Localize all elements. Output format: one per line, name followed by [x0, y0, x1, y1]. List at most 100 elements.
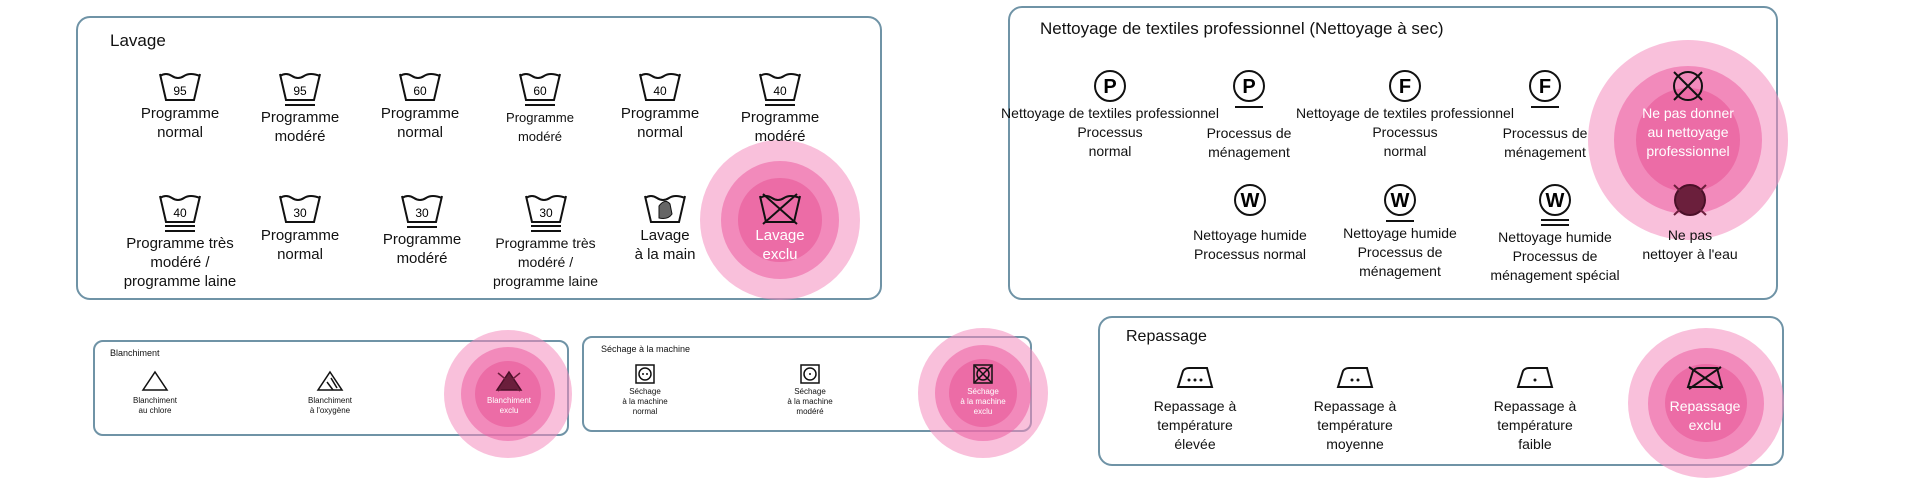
- wet-clean-w-mild-icon: W: [1384, 184, 1416, 222]
- triangle-chlorine-icon: [141, 370, 169, 391]
- nettoyage-item[interactable]: P Nettoyage de textiles professionnel Pr…: [1001, 68, 1219, 161]
- lavage-item[interactable]: Lavage à la main: [610, 192, 720, 264]
- sechage-item[interactable]: Séchage à la machine normal: [605, 364, 685, 417]
- lavage-item[interactable]: 30 Programme modéré: [362, 192, 482, 268]
- blanchiment-label: Blanchiment à l'oxygène: [307, 396, 353, 415]
- svg-text:30: 30: [415, 206, 429, 220]
- nettoyage-item[interactable]: P Processus de ménagement: [1184, 68, 1314, 162]
- washtub-30-icon: 30: [279, 195, 321, 223]
- nettoyage-item-excluded[interactable]: Ne pas nettoyer à l'eau: [1625, 182, 1755, 264]
- washtub-30-very-mild-icon: 30: [524, 195, 567, 232]
- washtub-60-mild-icon: 60: [519, 73, 561, 106]
- nettoyage-item[interactable]: F Processus de ménagement: [1480, 68, 1610, 162]
- iron-high-icon: [1176, 367, 1214, 388]
- nettoyage-label: Ne pas nettoyer à l'eau: [1642, 227, 1738, 262]
- svg-text:W: W: [1546, 190, 1565, 212]
- nettoyage-label: Ne pas donner au nettoyage professionnel: [1642, 105, 1734, 159]
- tumble-dry-normal-icon: [635, 364, 655, 384]
- washtub-60-icon: 60: [399, 73, 441, 101]
- dry-clean-f-mild-icon: F: [1529, 70, 1561, 108]
- washtub-40-icon: 40: [639, 73, 681, 101]
- wet-clean-w-icon: W: [1234, 184, 1266, 216]
- no-dry-clean-icon: [1673, 71, 1703, 101]
- nettoyage-label: Nettoyage humide Processus de ménagement…: [1490, 229, 1620, 283]
- washtub-95-mild-icon: 95: [279, 73, 321, 106]
- hand-wash-icon: [644, 195, 686, 223]
- repassage-item[interactable]: Repassage à température faible: [1480, 365, 1590, 454]
- sechage-label: Séchage à la machine exclu: [960, 387, 1006, 416]
- repassage-item-excluded[interactable]: Repassage exclu: [1650, 365, 1760, 435]
- svg-text:60: 60: [533, 84, 547, 98]
- svg-text:95: 95: [173, 84, 187, 98]
- sechage-item-excluded[interactable]: Séchage à la machine exclu: [943, 364, 1023, 417]
- no-tumble-dry-icon: [973, 364, 993, 384]
- nettoyage-label: Nettoyage de textiles professionnel Proc…: [1296, 105, 1514, 159]
- lavage-item[interactable]: 40 Programme très modéré / programme lai…: [110, 192, 250, 291]
- svg-text:F: F: [1539, 76, 1551, 98]
- lavage-item-excluded[interactable]: Lavage exclu: [725, 192, 835, 264]
- repassage-label: Repassage à température faible: [1493, 398, 1577, 452]
- lavage-item[interactable]: 60 Programme normal: [360, 70, 480, 142]
- blanchiment-title: Blanchiment: [110, 348, 160, 358]
- nettoyage-item[interactable]: F Nettoyage de textiles professionnel Pr…: [1296, 68, 1514, 161]
- blanchiment-item[interactable]: Blanchiment à l'oxygène: [295, 370, 365, 416]
- lavage-label: Programme normal: [380, 105, 460, 141]
- sechage-title: Séchage à la machine: [601, 344, 691, 354]
- nettoyage-label: Nettoyage humide Processus de ménagement: [1343, 225, 1457, 279]
- wet-clean-w-very-mild-icon: W: [1539, 184, 1571, 226]
- repassage-label: Repassage à température élevée: [1153, 398, 1237, 452]
- lavage-item[interactable]: 60 Programme modéré: [480, 70, 600, 146]
- lavage-item[interactable]: 40 Programme normal: [600, 70, 720, 142]
- lavage-label: Programme normal: [140, 105, 220, 141]
- svg-text:40: 40: [773, 84, 787, 98]
- lavage-title: Lavage: [110, 31, 166, 50]
- washtub-40-very-mild-icon: 40: [159, 195, 201, 232]
- iron-medium-icon: [1336, 367, 1374, 388]
- nettoyage-title: Nettoyage de textiles professionnel (Net…: [1040, 19, 1444, 38]
- repassage-label: Repassage à température moyenne: [1313, 398, 1397, 452]
- svg-text:W: W: [1241, 190, 1260, 212]
- svg-text:W: W: [1391, 190, 1410, 212]
- highlight-lavage-exclu: [700, 140, 860, 300]
- lavage-label: Programme modéré: [740, 109, 820, 145]
- blanchiment-item[interactable]: Blanchiment au chlore: [120, 370, 190, 416]
- nettoyage-item[interactable]: W Nettoyage humide Processus normal: [1175, 182, 1325, 264]
- blanchiment-item-excluded[interactable]: Blanchiment exclu: [474, 370, 544, 416]
- svg-text:40: 40: [173, 206, 187, 220]
- svg-text:40: 40: [653, 84, 667, 98]
- repassage-title: Repassage: [1126, 328, 1207, 345]
- repassage-item[interactable]: Repassage à température élevée: [1140, 365, 1250, 454]
- lavage-label: Programme modéré: [260, 109, 340, 145]
- washtub-40-mild-icon: 40: [759, 73, 801, 106]
- no-iron-icon: [1686, 366, 1724, 390]
- dry-clean-p-icon: P: [1094, 70, 1126, 102]
- lavage-label: Programme très modéré / programme laine: [492, 235, 599, 289]
- repassage-item[interactable]: Repassage à température moyenne: [1300, 365, 1410, 454]
- blanchiment-label: Blanchiment exclu: [486, 396, 532, 415]
- highlight-blanchiment-exclu: [444, 330, 572, 458]
- lavage-item[interactable]: 40 Programme modéré: [720, 70, 840, 146]
- lavage-label: Programme très modéré / programme laine: [123, 235, 237, 290]
- lavage-label: Programme normal: [620, 105, 700, 141]
- lavage-item[interactable]: 95 Programme normal: [120, 70, 240, 142]
- lavage-label: Lavage exclu: [755, 227, 805, 263]
- nettoyage-item[interactable]: W Nettoyage humide Processus de ménageme…: [1330, 182, 1470, 281]
- svg-text:P: P: [1103, 76, 1116, 98]
- lavage-item[interactable]: 30 Programme très modéré / programme lai…: [478, 192, 613, 291]
- sechage-label: Séchage à la machine modéré: [787, 387, 833, 416]
- lavage-item[interactable]: 95 Programme modéré: [240, 70, 360, 146]
- nettoyage-label: Nettoyage humide Processus normal: [1193, 227, 1307, 262]
- washtub-30-mild-icon: 30: [401, 195, 443, 228]
- highlight-sechage-exclu: [918, 328, 1048, 458]
- svg-text:95: 95: [293, 84, 307, 98]
- svg-text:60: 60: [413, 84, 427, 98]
- no-wash-icon: [759, 193, 801, 225]
- nettoyage-item-excluded[interactable]: Ne pas donner au nettoyage professionnel: [1620, 68, 1756, 161]
- lavage-item[interactable]: 30 Programme normal: [240, 192, 360, 264]
- nettoyage-item[interactable]: W Nettoyage humide Processus de ménageme…: [1475, 182, 1635, 285]
- sechage-item[interactable]: Séchage à la machine modéré: [770, 364, 850, 417]
- tumble-dry-mild-icon: [800, 364, 820, 384]
- nettoyage-label: Processus de ménagement: [1206, 125, 1292, 160]
- blanchiment-label: Blanchiment au chlore: [132, 396, 178, 415]
- sechage-label: Séchage à la machine normal: [622, 387, 668, 416]
